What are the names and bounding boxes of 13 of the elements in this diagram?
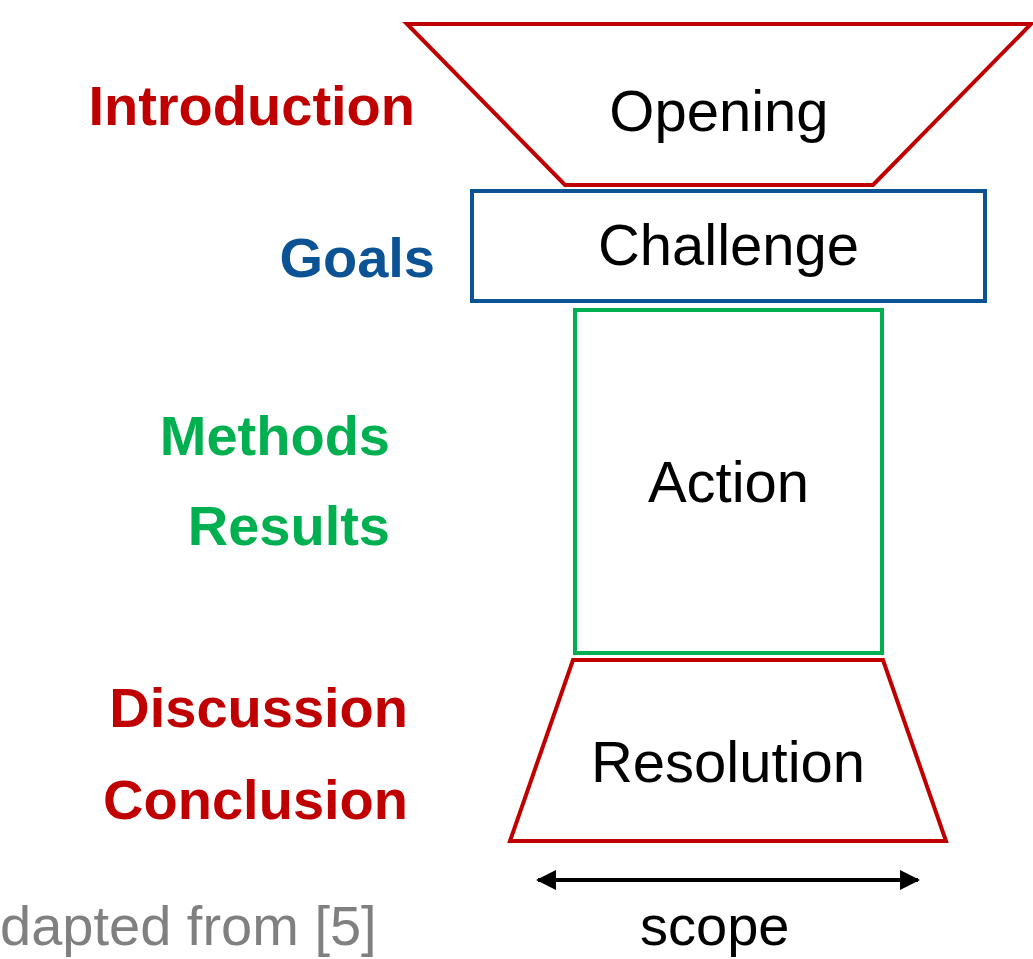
section-heading: Conclusion xyxy=(103,772,408,828)
section-heading: Discussion xyxy=(109,680,408,736)
node-label: Resolution xyxy=(589,728,867,795)
section-heading: Results xyxy=(187,498,390,554)
section-heading: Goals xyxy=(279,230,435,286)
process-box xyxy=(573,308,884,655)
node-label: Action xyxy=(646,448,811,515)
node-label: Opening xyxy=(608,77,830,144)
funnel-bottom-trapezoid xyxy=(508,658,948,843)
process-box xyxy=(470,189,987,303)
section-heading: Methods xyxy=(159,408,390,464)
section-heading: Introduction xyxy=(88,78,415,134)
node-label: Challenge xyxy=(596,211,861,278)
